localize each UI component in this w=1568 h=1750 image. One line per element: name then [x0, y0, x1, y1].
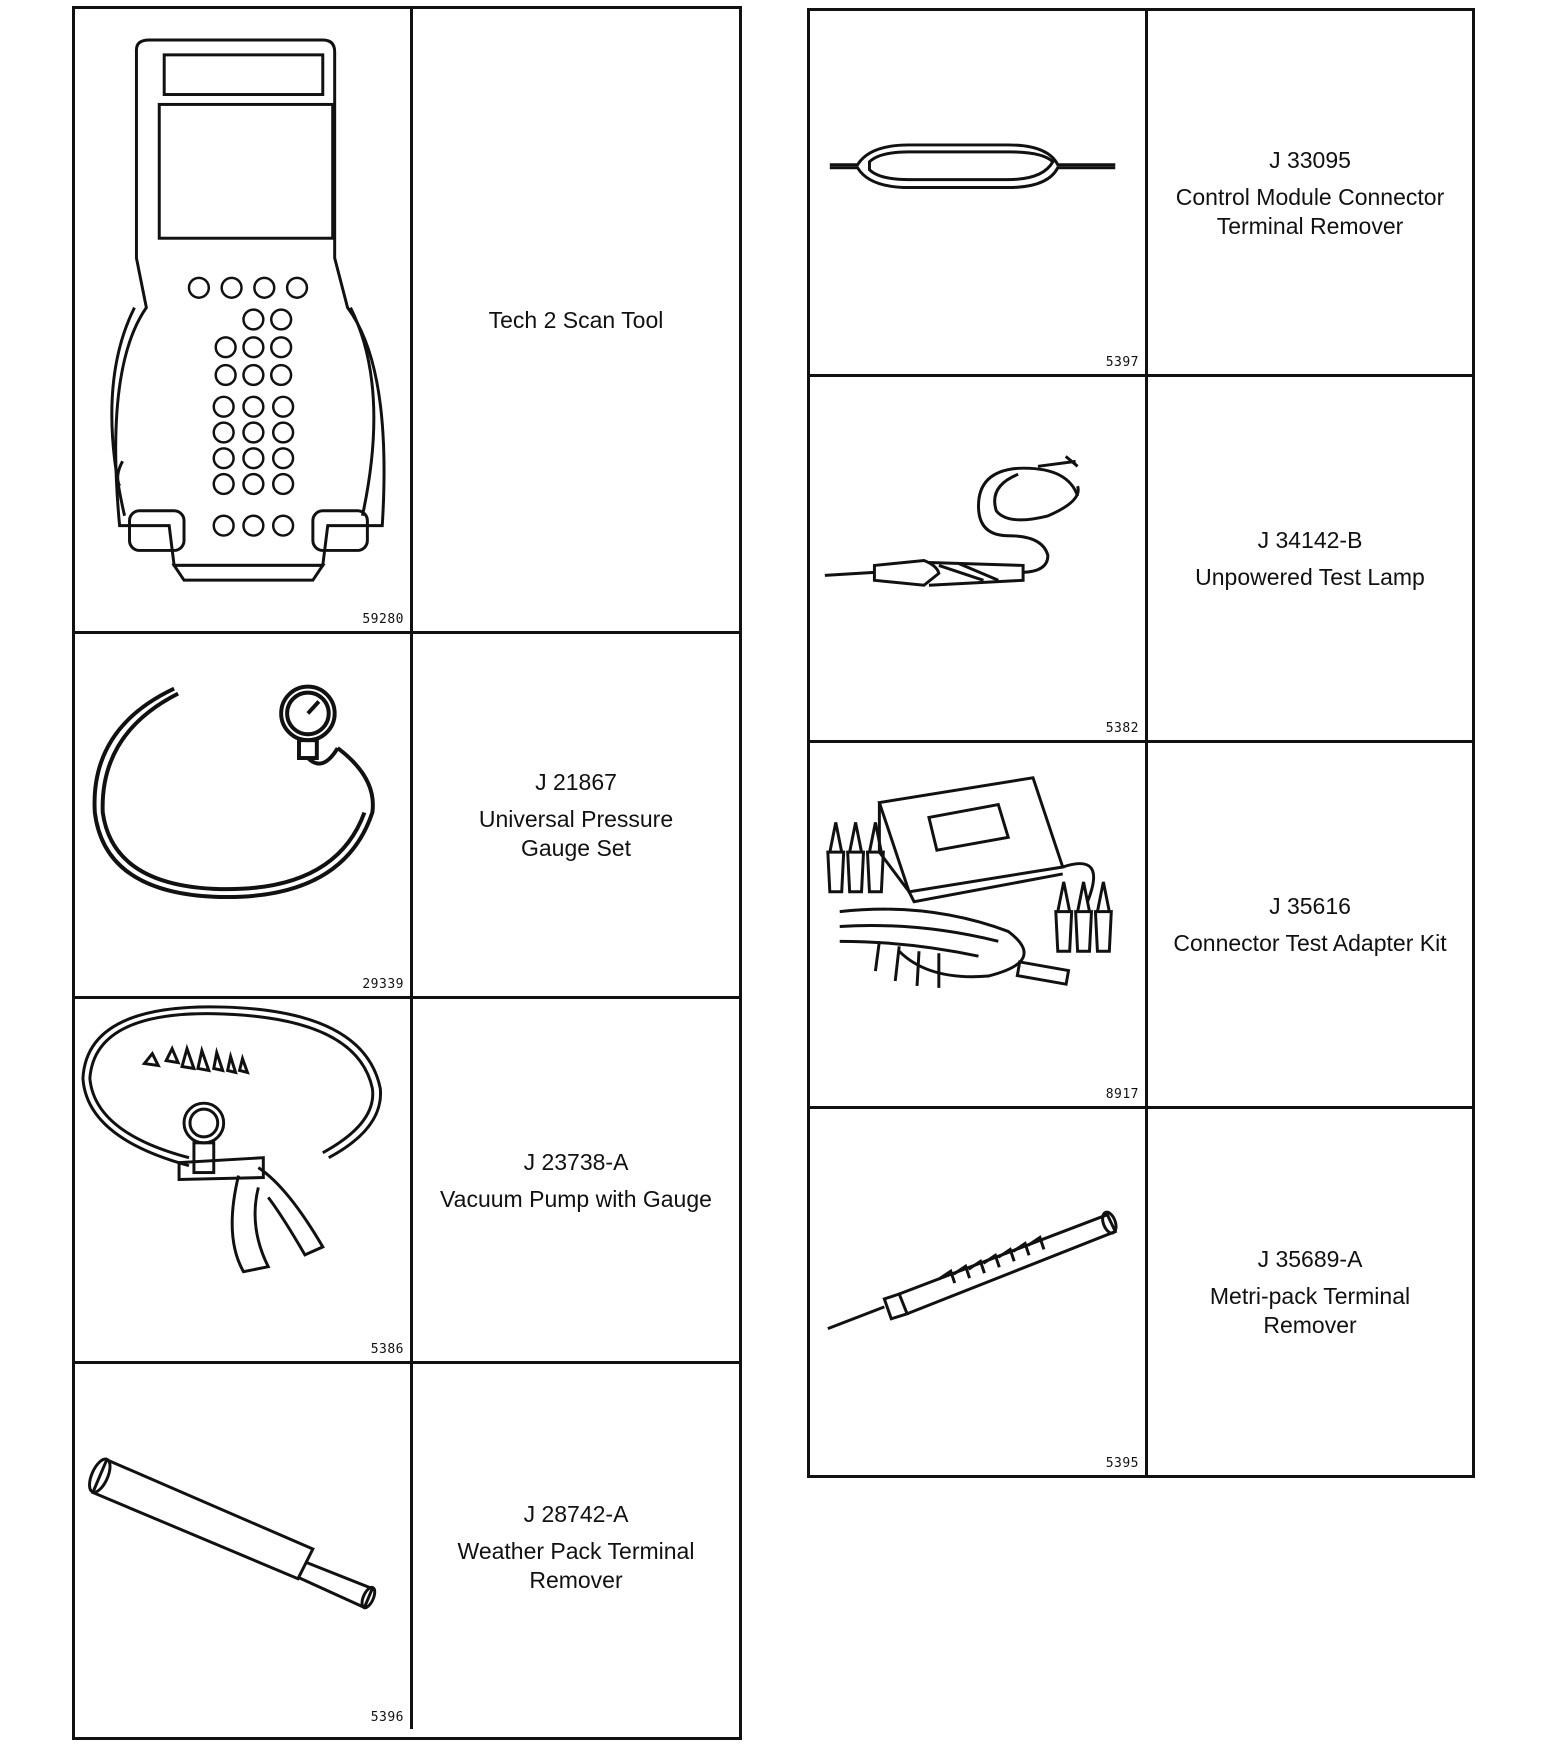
figure-number: 5382	[1105, 721, 1139, 736]
tool-name: Tech 2 Scan Tool	[488, 306, 664, 333]
tool-illustration-cell: 29339	[75, 634, 413, 996]
adapter-kit-icon	[826, 776, 1113, 988]
tool-row: 29339 J 21867 Universal Pressure Gauge S…	[75, 634, 739, 999]
part-number: J 35616	[1269, 893, 1351, 919]
figure-number: 5397	[1105, 355, 1139, 370]
figure-number: 5395	[1105, 1456, 1139, 1471]
tool-row: 5382 J 34142-B Unpowered Test Lamp	[810, 377, 1472, 743]
figure-number: 59280	[362, 612, 404, 627]
test-lamp-icon	[824, 455, 1080, 587]
tool-name: Connector Test Adapter Kit	[1173, 930, 1447, 956]
scan-tool-icon	[110, 38, 386, 582]
tool-name: Weather Pack Terminal Remover	[457, 1537, 695, 1593]
tools-table-right: 5397 J 33095 Control Module Connector Te…	[807, 8, 1475, 1478]
part-number: J 34142-B	[1257, 527, 1363, 553]
part-number: J 35689-A	[1257, 1246, 1363, 1272]
part-number: J 28742-A	[523, 1500, 629, 1527]
terminal-remover-icon	[88, 1457, 377, 1610]
part-number: J 21867	[535, 769, 617, 795]
tool-illustration-cell: 5382	[810, 377, 1148, 740]
tool-row: 59280 Tech 2 Scan Tool	[75, 9, 739, 634]
tool-description: J 35616 Connector Test Adapter Kit	[1148, 743, 1472, 1106]
tool-row: 8917 J 35616 Connector Test Adapter Kit	[810, 743, 1472, 1109]
tool-row: 5396 J 28742-A Weather Pack Terminal Rem…	[75, 1364, 739, 1729]
tool-illustration-cell: 59280	[75, 9, 413, 631]
part-number: J 23738-A	[523, 1148, 629, 1175]
tool-illustration-cell: 5395	[810, 1109, 1148, 1475]
tool-name: Control Module Connector Terminal Remove…	[1175, 183, 1445, 239]
tool-row: 5386 J 23738-A Vacuum Pump with Gauge	[75, 999, 739, 1364]
tool-description: J 28742-A Weather Pack Terminal Remover	[413, 1364, 739, 1729]
tool-row: 5397 J 33095 Control Module Connector Te…	[810, 11, 1472, 377]
tool-description: J 35689-A Metri-pack Terminal Remover	[1148, 1109, 1472, 1475]
pressure-gauge-icon	[92, 684, 375, 899]
tool-illustration-cell: 5397	[810, 11, 1148, 374]
tool-illustration-cell: 8917	[810, 743, 1148, 1106]
tool-illustration-cell: 5386	[75, 999, 413, 1361]
tool-name: Universal Pressure Gauge Set	[478, 806, 674, 861]
figure-number: 5396	[370, 1710, 404, 1725]
vacuum-pump-icon	[81, 1005, 382, 1274]
tool-description: Tech 2 Scan Tool	[413, 9, 739, 631]
tool-name: Metri-pack Terminal Remover	[1209, 1283, 1411, 1338]
tool-name: Unpowered Test Lamp	[1195, 564, 1425, 590]
figure-number: 29339	[362, 977, 404, 992]
tool-description: J 21867 Universal Pressure Gauge Set	[413, 634, 739, 996]
tools-table-left: 59280 Tech 2 Scan Tool 29339 J 21867	[72, 6, 742, 1740]
part-number: J 33095	[1269, 146, 1351, 173]
connector-remover-icon	[829, 143, 1116, 190]
tool-description: J 34142-B Unpowered Test Lamp	[1148, 377, 1472, 740]
tool-row: 5395 J 35689-A Metri-pack Terminal Remov…	[810, 1109, 1472, 1475]
figure-number: 5386	[370, 1342, 404, 1357]
tool-description: J 33095 Control Module Connector Termina…	[1148, 11, 1472, 374]
tool-illustration-cell: 5396	[75, 1364, 413, 1729]
figure-number: 8917	[1105, 1087, 1139, 1102]
tool-description: J 23738-A Vacuum Pump with Gauge	[413, 999, 739, 1361]
metri-pack-remover-icon	[827, 1210, 1118, 1331]
tool-name: Vacuum Pump with Gauge	[440, 1185, 712, 1212]
